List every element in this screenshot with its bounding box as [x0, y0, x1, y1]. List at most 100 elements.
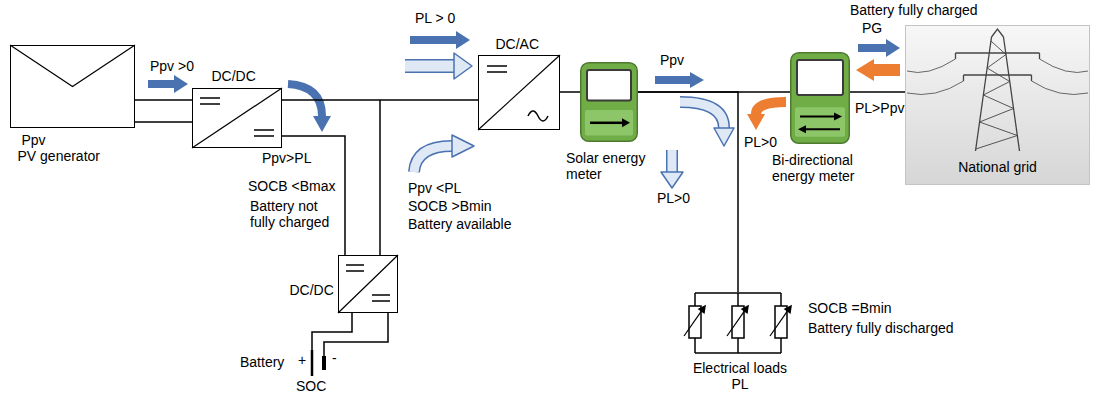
grid-panel: [906, 26, 1090, 185]
arrow-head: [452, 135, 474, 157]
dc-wire: [135, 121, 192, 123]
arrow-head: [714, 128, 734, 146]
arrow-shaft: [414, 146, 452, 172]
node-label: Electrical loads PL: [688, 360, 792, 392]
flow-label: Battery fully charged: [850, 2, 978, 18]
ac-symbol: [528, 111, 548, 121]
meter-arrow: [590, 122, 622, 125]
shape-drawing: [580, 62, 638, 142]
label-holder: Battery not fully charged: [250, 198, 342, 230]
label-holder: Solar energy meter: [566, 150, 656, 182]
flow-arrow: [655, 72, 704, 88]
flow-label: Battery available: [408, 216, 512, 232]
label-holder: Battery available: [408, 216, 512, 232]
label-holder: PL>0: [657, 190, 690, 206]
power-line: [1032, 81, 1089, 95]
shape-drawing: [478, 55, 560, 130]
arrow-head: [174, 75, 188, 93]
pv-panel-symbol: [10, 45, 135, 87]
flow-arrow: [405, 53, 472, 79]
label-holder: SOCB >Bmin: [408, 198, 492, 214]
energy-meter: Bi-directional energy meter: [790, 52, 850, 144]
flow-arrow: [680, 102, 734, 146]
insulator: [963, 75, 964, 81]
variable-arrow: [742, 306, 748, 313]
arrow-shaft: [666, 150, 678, 172]
arrow-shaft: [410, 36, 456, 44]
label-holder: -: [332, 350, 337, 366]
flow-label: PL>Ppv: [855, 100, 904, 116]
battery-plate: [311, 350, 314, 376]
flow-label: SOC: [296, 378, 326, 394]
meter-band: [585, 110, 633, 136]
power-line: [907, 59, 956, 73]
wire-connector: [135, 99, 192, 101]
shape-drawing: [790, 52, 850, 144]
label-holder: SOCB <Bmax: [248, 178, 336, 194]
variable-arrow: [727, 311, 745, 336]
flow-arrow: [410, 31, 470, 49]
battery-wire: [312, 313, 352, 350]
label-holder: DC/DC: [290, 282, 334, 298]
flow-arrow: [414, 135, 474, 172]
label-holder: PL>Ppv: [855, 100, 904, 116]
insulator: [1031, 75, 1032, 81]
flow-arrow: [661, 150, 683, 188]
flow-arrow: [288, 84, 331, 132]
converter-diagonal: [478, 55, 560, 130]
flow-arrow: [747, 102, 786, 130]
flow-label: SOCB <Bmax: [248, 178, 336, 194]
arrow-shaft: [680, 102, 724, 128]
node-label: National grid: [958, 159, 1037, 175]
label-holder: +: [298, 352, 306, 368]
arrow-head: [886, 39, 900, 57]
resistor-lead: [780, 338, 782, 353]
insulator: [955, 53, 956, 59]
resistor-body: [732, 306, 744, 338]
node-label: Ppv: [22, 132, 46, 148]
meter-arrow: [834, 112, 842, 120]
load-group: Electrical loads PL: [680, 292, 800, 354]
flow-label: PG: [862, 20, 882, 36]
resistor-lead: [737, 293, 739, 306]
label-holder: PG: [862, 20, 882, 36]
meter-arrow: [800, 115, 834, 117]
arrow-shaft: [148, 80, 174, 88]
meter-arrow: [798, 125, 806, 133]
wire-group: [135, 100, 388, 376]
pv-generator-box: PpvPV generator: [10, 45, 135, 128]
label-holder: SOCB =Bmin: [808, 300, 892, 316]
wire-connector: [560, 91, 580, 93]
label-holder: Bi-directional energy meter: [772, 152, 882, 184]
arrow-head: [454, 53, 472, 79]
grid-box: National grid: [905, 25, 1090, 185]
pylon-icon: [907, 29, 1088, 151]
variable-arrow: [785, 306, 791, 313]
meter-body: [581, 63, 638, 142]
dc-symbol: [487, 65, 507, 67]
label-holder: Battery: [240, 354, 284, 370]
arrow-head: [690, 72, 704, 88]
flow-arrows: [148, 31, 900, 188]
resistor-lead: [694, 338, 696, 353]
label-holder: Ppv: [660, 52, 684, 68]
inverter-box: DC/AC: [478, 55, 560, 130]
dc-symbol: [487, 71, 507, 73]
label-holder: Battery fully discharged: [808, 320, 954, 336]
arrow-head: [747, 114, 765, 130]
power-line: [1040, 59, 1089, 73]
label-holder: Ppv >0: [150, 58, 194, 74]
node-label: DC/DC: [290, 282, 334, 298]
flow-label: Ppv <PL: [408, 180, 461, 196]
flow-arrow: [148, 75, 188, 93]
label-holder: DC/DC: [212, 68, 256, 84]
shape-drawing: [192, 88, 282, 148]
variable-arrow: [684, 311, 702, 336]
flow-label: SOCB =Bmin: [808, 300, 892, 316]
flow-arrow: [858, 39, 900, 57]
converter-diagonal: [192, 88, 282, 148]
arrow-head: [856, 59, 874, 81]
pylon-bracing: [976, 41, 1018, 149]
pylon-top: [992, 29, 1004, 37]
